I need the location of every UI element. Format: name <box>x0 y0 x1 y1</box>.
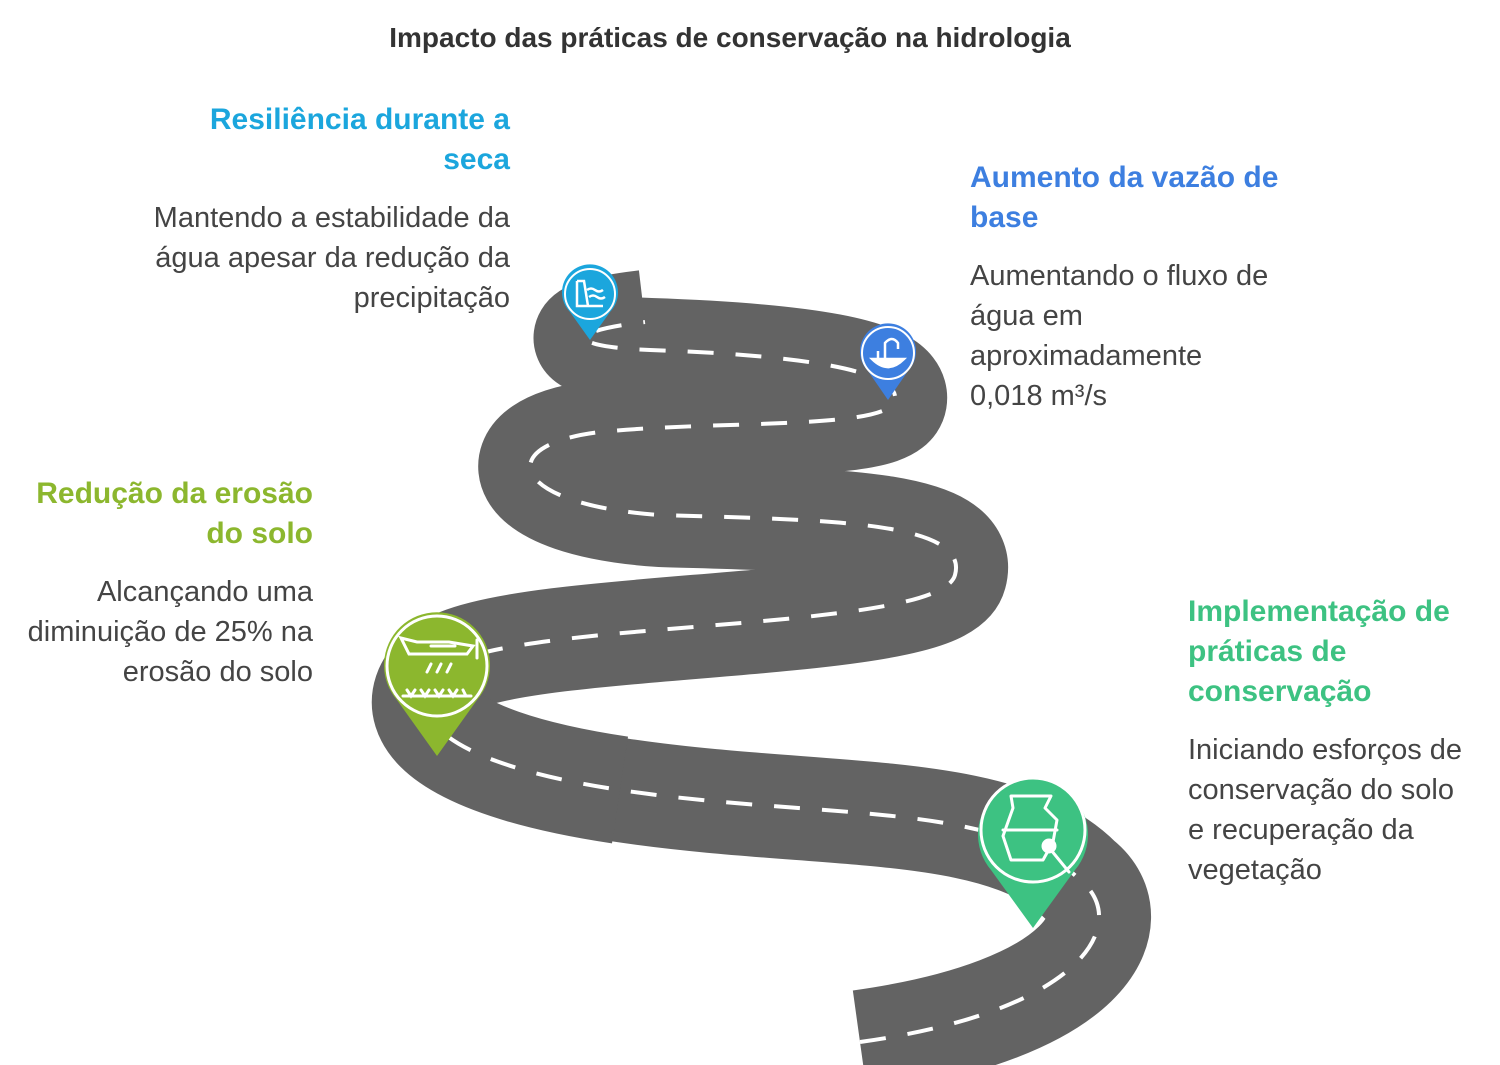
water-fountain-icon <box>868 337 908 369</box>
milestone-conservacao-heading: Implementação de práticas de conservação <box>1188 595 1450 708</box>
marker-conservacao <box>978 776 1088 928</box>
milestone-conservacao: Implementação de práticas de conservação… <box>1188 592 1478 890</box>
milestone-seca-heading: Resiliência durante a seca <box>209 103 510 176</box>
crop-duster-plane-icon <box>398 635 479 699</box>
dam-water-icon <box>575 279 606 308</box>
milestone-vazao-description: Aumentando o fluxo de água em aproximada… <box>970 260 1269 412</box>
planting-pot-icon <box>1001 794 1071 874</box>
milestone-vazao-heading: Aumento da vazão de base <box>970 161 1279 234</box>
milestone-erosao-description: Alcançando uma diminuição de 25% na eros… <box>27 576 313 688</box>
milestone-seca: Resiliência durante a seca Mantendo a es… <box>150 100 510 318</box>
marker-seca <box>562 264 618 340</box>
milestone-vazao: Aumento da vazão de base Aumentando o fl… <box>970 158 1280 416</box>
marker-erosao <box>384 612 490 756</box>
milestone-erosao-heading: Redução da erosão do solo <box>36 477 313 550</box>
milestone-erosao: Redução da erosão do solo Alcançando uma… <box>20 474 313 692</box>
diagram-title: Impacto das práticas de conservação na h… <box>389 22 1071 53</box>
milestone-conservacao-description: Iniciando esforços de conservação do sol… <box>1188 734 1463 886</box>
milestone-seca-description: Mantendo a estabilidade da água apesar d… <box>153 202 510 314</box>
marker-vazao <box>860 323 916 400</box>
road-segment-1 <box>374 270 1151 1065</box>
